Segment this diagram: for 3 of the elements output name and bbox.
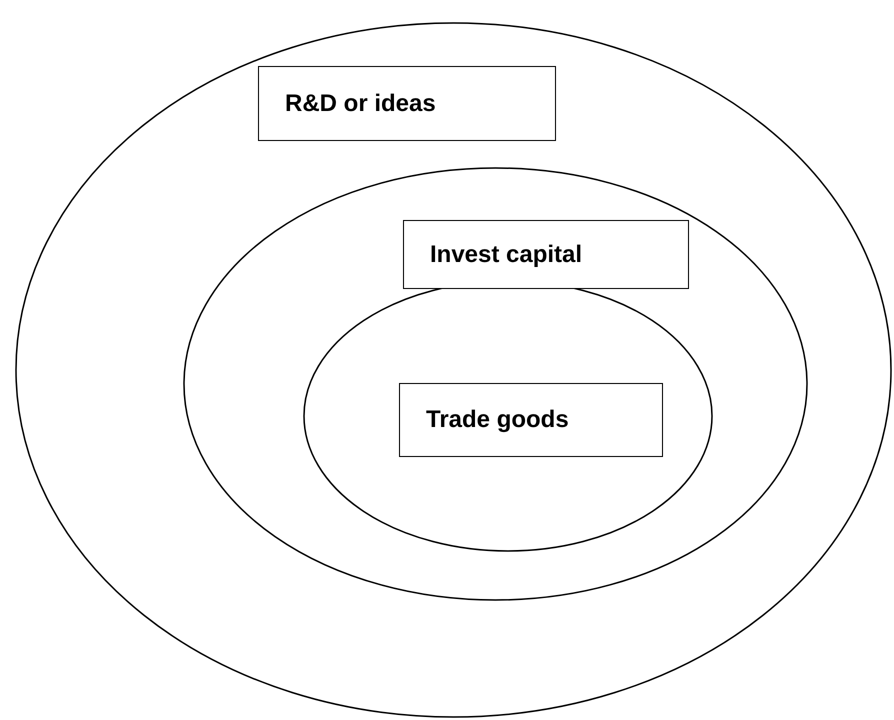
- label-box: Invest capital: [403, 220, 689, 289]
- label-box: Trade goods: [399, 383, 663, 457]
- label-box: R&D or ideas: [258, 66, 556, 141]
